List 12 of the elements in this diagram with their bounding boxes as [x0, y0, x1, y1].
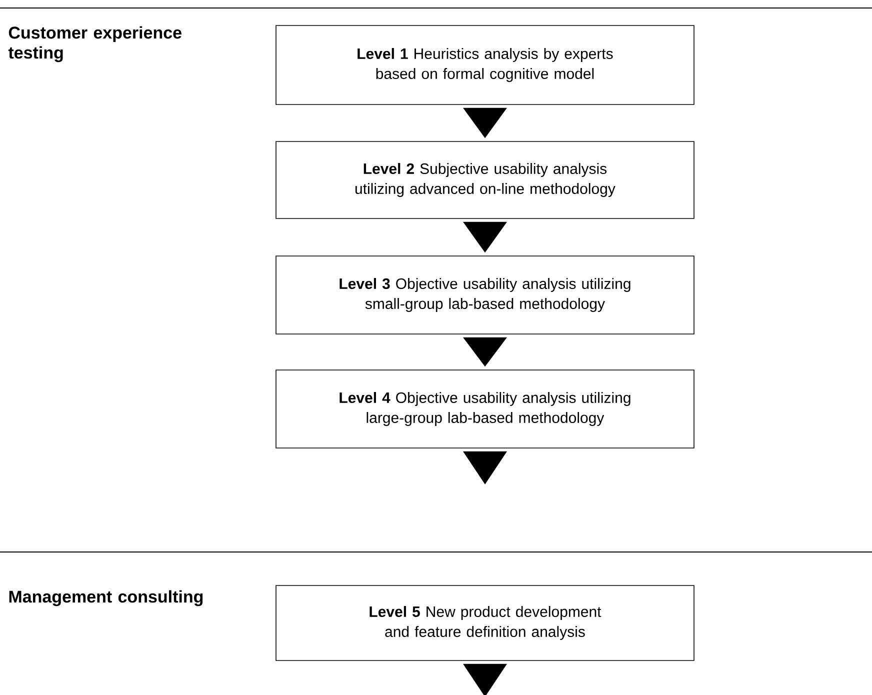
section-heading: Management consulting: [9, 590, 203, 606]
level-box: Level 2 Subjective usability analysis utilizing advanced on-line methodology: [276, 141, 694, 219]
arrow: [463, 222, 507, 253]
level-box: Level 3 Objective usability analysis utilizing small-group lab-based methodology: [276, 256, 694, 334]
level-box: Level 5 New product development and feature definition analysis: [276, 585, 694, 661]
arrow: [463, 108, 507, 138]
arrow: [463, 337, 507, 367]
level-box: Level 4 Objective usability analysis utilizing large-group lab-based methodology: [276, 370, 694, 448]
arrow: [463, 451, 507, 484]
arrow: [463, 664, 507, 695]
section-heading: Customer experience testing: [8, 26, 182, 62]
level-box: Level 1 Heuristics analysis by experts based on formal cognitive model: [276, 25, 694, 105]
